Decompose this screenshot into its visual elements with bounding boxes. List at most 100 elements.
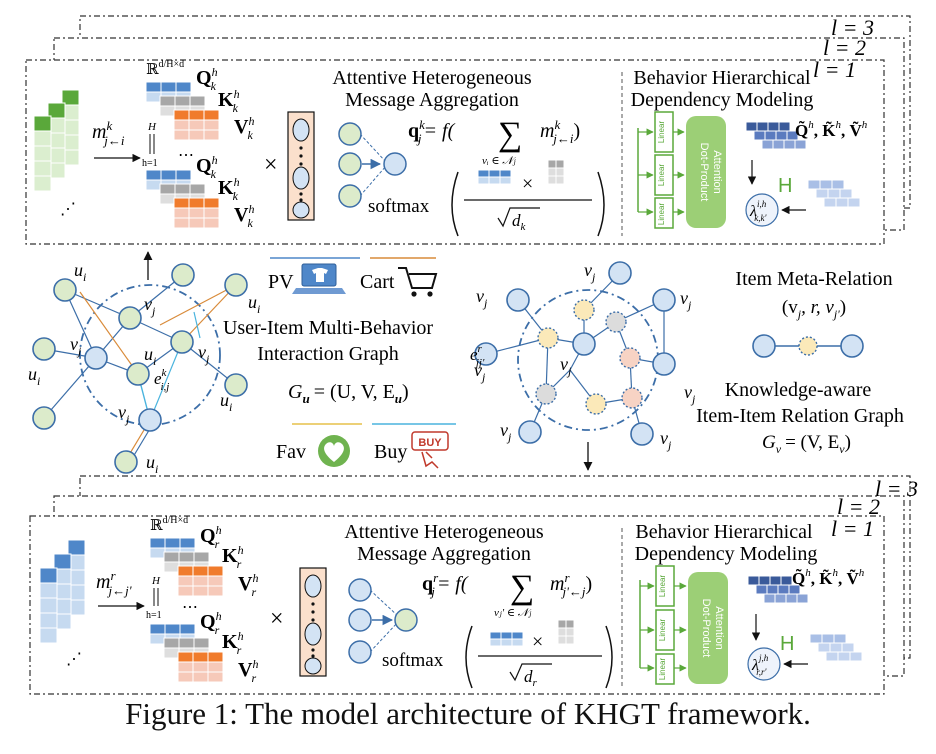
- top-linear-blocks: Linear Linear Linear: [637, 111, 685, 229]
- bottom-bh-title-2: Dependency Modeling: [635, 543, 818, 565]
- bottom-vector-column: [299, 567, 327, 677]
- item-meta-relation: Item Meta-Relation (vj, r, vj'): [735, 268, 893, 358]
- svg-text:Qhr: Qhr: [200, 523, 222, 551]
- bottom-linear-blocks: Linear Linear Linear: [639, 565, 687, 685]
- svg-text:(vj, r, vj'): (vj, r, vj'): [782, 297, 846, 321]
- svg-text:vj: vj: [584, 260, 596, 284]
- svg-text:BUY: BUY: [418, 437, 442, 449]
- svg-text:vj: vj: [680, 288, 692, 312]
- svg-text:Vhk: Vhk: [234, 114, 254, 142]
- right-graph-formula: Gv= (V, Ev): [762, 432, 851, 456]
- bottom-dot-product-attention: Dot-Product Attention: [688, 572, 728, 684]
- svg-text:∑: ∑: [498, 116, 522, 153]
- svg-text:Linear: Linear: [658, 575, 667, 598]
- svg-text:eki,j: eki,j: [154, 367, 169, 393]
- svg-text:λj,hr,r': λj,hr,r': [751, 653, 769, 677]
- top-bh-title-2: Dependency Modeling: [631, 89, 814, 111]
- layer-label-bottom-l1: l = 1: [831, 516, 874, 541]
- svg-text:vj: vj: [560, 354, 572, 378]
- svg-text:vj: vj: [684, 382, 696, 406]
- svg-text:Dot-Product: Dot-Product: [698, 143, 710, 202]
- svg-text:mrj'←j): mrj'←j): [550, 570, 592, 599]
- layer-label-top-l1: l = 1: [813, 57, 856, 82]
- svg-text:Linear: Linear: [657, 203, 666, 226]
- bottom-aggregation-nodes: [348, 578, 418, 664]
- top-attention-title-2: Message Aggregation: [345, 89, 519, 111]
- svg-text:vj: vj: [474, 360, 486, 384]
- top-dot-product-attention: Dot-Product Attention: [686, 116, 726, 228]
- svg-text:vᵢ ∈ 𝒩ⱼ: vᵢ ∈ 𝒩ⱼ: [482, 155, 516, 167]
- svg-text:Khr: Khr: [222, 543, 244, 571]
- svg-text:⋯: ⋯: [178, 147, 194, 164]
- svg-text:mkj←i): mkj←i): [540, 117, 580, 146]
- legend-fav: Fav: [276, 441, 306, 463]
- right-graph-title-1: Knowledge-aware: [725, 379, 872, 401]
- svg-text:∑: ∑: [510, 569, 534, 606]
- bottom-softmax-formula: softmax × dr: [382, 619, 613, 689]
- layer-label-bottom-l3: l = 3: [875, 476, 918, 501]
- svg-text:dr: dr: [524, 667, 538, 689]
- svg-text:Khr: Khr: [222, 629, 244, 657]
- svg-text:mkj←i: mkj←i: [92, 118, 125, 148]
- svg-text:Dot-Product: Dot-Product: [700, 599, 712, 658]
- svg-text:×: ×: [532, 631, 543, 653]
- top-head-bracket: H h=1 ⋯: [142, 121, 194, 169]
- svg-text:softmax: softmax: [368, 196, 430, 217]
- top-attention-title-1: Attentive Heterogeneous: [332, 67, 532, 89]
- legend-buy: Buy: [374, 441, 407, 463]
- svg-text:H: H: [780, 633, 794, 655]
- shopping-cart-icon: [398, 267, 438, 297]
- svg-text:qrj= f(: qrj= f(: [422, 570, 469, 599]
- bottom-times-symbol: ×: [270, 606, 284, 632]
- svg-text:Linear: Linear: [657, 164, 666, 187]
- svg-text:dk: dk: [512, 211, 527, 233]
- svg-text:Q̃h, K̃h, Ṽh: Q̃h, K̃h, Ṽh: [792, 567, 865, 588]
- bottom-attention-title-1: Attentive Heterogeneous: [344, 521, 544, 543]
- top-embedding-stack: ⋰: [33, 89, 80, 218]
- svg-text:vj: vj: [476, 286, 488, 310]
- svg-text:Vhr: Vhr: [238, 571, 258, 599]
- svg-text:h=1: h=1: [142, 158, 158, 169]
- layer-label-bottom-l2: l = 2: [837, 494, 880, 519]
- svg-text:Khk: Khk: [218, 175, 240, 203]
- svg-text:Q̃h, K̃h, Ṽh: Q̃h, K̃h, Ṽh: [795, 119, 868, 140]
- svg-text:Qhr: Qhr: [200, 609, 222, 637]
- buy-badge-icon: BUY: [411, 431, 449, 469]
- svg-text:ℝd/H×d: ℝd/H×d: [146, 59, 184, 78]
- top-softmax-formula: softmax × dk: [368, 159, 605, 237]
- svg-text:Vhr: Vhr: [238, 657, 258, 685]
- left-graph-formula: Gu= (U, V, Eu): [288, 381, 409, 406]
- bottom-attention-title-2: Message Aggregation: [357, 543, 531, 565]
- svg-text:ui: ui: [144, 344, 156, 368]
- svg-text:vj: vj: [118, 402, 130, 426]
- svg-text:ui: ui: [74, 260, 86, 284]
- svg-text:Vhk: Vhk: [234, 202, 254, 230]
- laptop-icon: [292, 263, 346, 294]
- left-graph-title-1: User-Item Multi-Behavior: [223, 317, 433, 339]
- svg-text:Linear: Linear: [657, 121, 666, 144]
- svg-text:softmax: softmax: [382, 650, 444, 671]
- svg-text:ui: ui: [28, 364, 40, 388]
- heart-icon: [318, 435, 350, 467]
- svg-text:mrj←j': mrj←j': [96, 568, 132, 598]
- svg-text:⋯: ⋯: [182, 599, 198, 616]
- svg-text:Qhk: Qhk: [196, 65, 218, 93]
- svg-text:vj: vj: [500, 420, 512, 444]
- bottom-bh-title-1: Behavior Hierarchical: [635, 521, 813, 543]
- svg-text:vⱼ' ∈ 𝒩ⱼ: vⱼ' ∈ 𝒩ⱼ: [494, 607, 532, 619]
- svg-text:Attention: Attention: [713, 606, 725, 649]
- svg-text:Qhk: Qhk: [196, 153, 218, 181]
- svg-text:H: H: [147, 121, 157, 133]
- svg-text:Item Meta-Relation: Item Meta-Relation: [735, 268, 892, 290]
- svg-text:vj: vj: [660, 428, 672, 452]
- bottom-head-bracket: H h=1 ⋯: [146, 575, 198, 621]
- bottom-embedding-stack: ⋰: [39, 539, 86, 668]
- svg-text:⋰: ⋰: [60, 201, 76, 218]
